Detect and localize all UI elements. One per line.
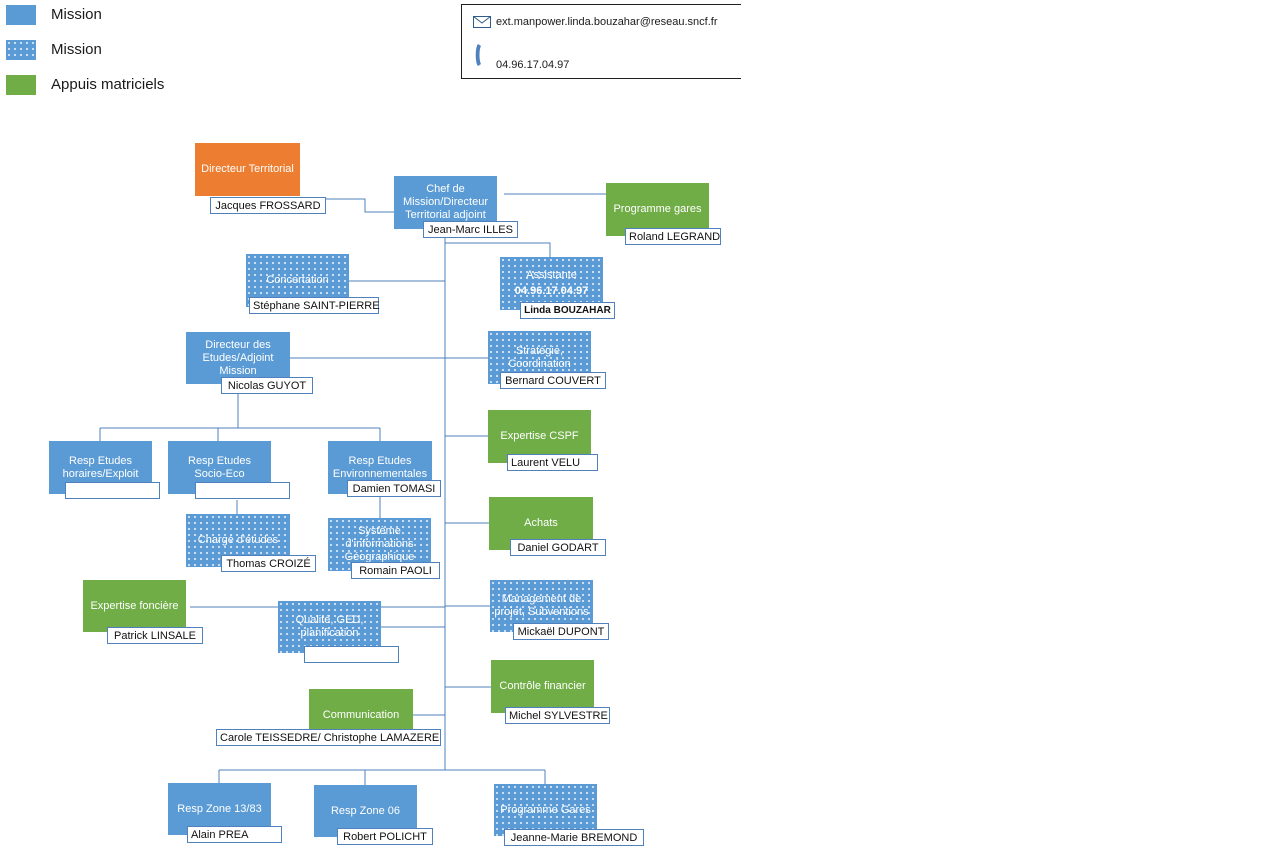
chef-mission-name: Jean-Marc ILLES	[423, 221, 518, 238]
legend-swatch-mission-dotted	[6, 40, 36, 60]
strategie-name: Bernard COUVERT	[500, 372, 606, 389]
communication-name: Carole TEISSEDRE/ Christophe LAMAZERE	[216, 729, 441, 746]
zone-13-83-name: Alain PREA	[187, 826, 282, 843]
programme-gares-name: Roland LEGRAND	[625, 228, 721, 245]
sig-name: Romain PAOLI	[351, 562, 440, 579]
programme-gares-box: Programme gares	[606, 183, 709, 236]
qualite-box: Qualité, GED, planification	[278, 601, 381, 653]
programme-gares-2-name: Jeanne-Marie BREMOND	[504, 829, 644, 846]
zone-06-name: Robert POLICHT	[337, 828, 433, 845]
legend-label-mission-dotted: Mission	[51, 41, 102, 58]
controle-box: Contrôle financier	[491, 660, 594, 713]
resp-socio-name	[195, 482, 290, 499]
expertise-cspf-name: Laurent VELU	[507, 454, 598, 471]
contact-phone[interactable]: 04.96.17.04.97	[496, 59, 570, 71]
contact-box: ext.manpower.linda.bouzahar@reseau.sncf.…	[461, 4, 741, 79]
directeur-territorial-name: Jacques FROSSARD	[210, 197, 326, 214]
assistante-box: Assistante 04.96.17.04.97	[500, 257, 603, 310]
directeur-territorial-box: Directeur Territorial	[195, 143, 300, 196]
achats-name: Daniel GODART	[510, 539, 606, 556]
resp-env-name: Damien TOMASI	[347, 480, 441, 497]
legend-swatch-mission	[6, 5, 36, 25]
legend-label-mission: Mission	[51, 6, 102, 23]
chef-mission-box: Chef de Mission/Directeur Territorial ad…	[394, 176, 497, 229]
programme-gares-2-box: Programme Gares	[494, 784, 597, 836]
expertise-fonciere-box: Expertise foncière	[83, 580, 186, 632]
controle-name: Michel SYLVESTRE	[505, 707, 610, 724]
charge-etudes-name: Thomas CROIZÉ	[221, 555, 316, 572]
envelope-icon	[473, 16, 491, 28]
management-name: Mickaël DUPONT	[513, 623, 609, 640]
assistante-name: Linda BOUZAHAR	[520, 302, 615, 319]
qualite-name	[304, 646, 399, 663]
resp-horaires-name	[65, 482, 160, 499]
expertise-fonciere-name: Patrick LINSALE	[107, 627, 203, 644]
concertation-name: Stéphane SAINT-PIERRE	[249, 297, 380, 314]
assistante-phone: 04.96.17.04.97	[514, 285, 589, 297]
contact-email[interactable]: ext.manpower.linda.bouzahar@reseau.sncf.…	[496, 16, 718, 28]
assistante-role: Assistante	[526, 269, 577, 281]
legend-swatch-appuis	[6, 75, 36, 95]
legend-label-appuis: Appuis matriciels	[51, 76, 165, 93]
directeur-etudes-box: Directeur des Etudes/Adjoint Mission	[186, 332, 290, 384]
directeur-etudes-name: Nicolas GUYOT	[221, 377, 313, 394]
phone-icon	[475, 44, 481, 66]
